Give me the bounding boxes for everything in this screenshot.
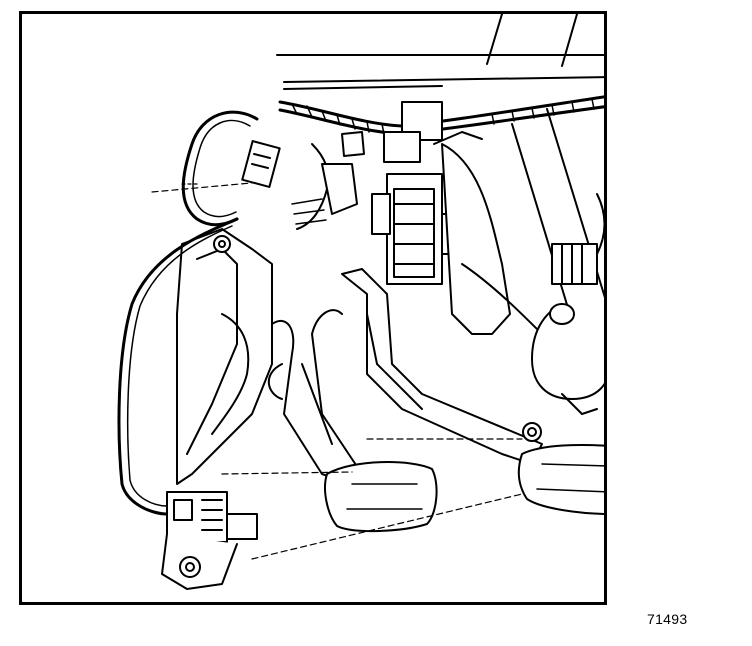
upper-wiring-harness bbox=[278, 95, 604, 136]
figure-number: 71493 bbox=[647, 611, 688, 627]
pedal-bracket bbox=[176, 228, 273, 485]
dash-panel-lines bbox=[276, 14, 604, 90]
steering-column-support bbox=[441, 108, 604, 355]
left-wiring-harness bbox=[117, 110, 259, 516]
mounting-bolt-center bbox=[522, 422, 542, 442]
right-connector-assembly bbox=[531, 193, 604, 415]
pedal-position-switch bbox=[161, 491, 258, 590]
pedal-pads bbox=[324, 443, 604, 533]
hidden-lines bbox=[151, 181, 523, 560]
harness-junction-connectors bbox=[291, 131, 365, 230]
illustration-frame bbox=[19, 11, 607, 605]
harness-upper-connector bbox=[181, 140, 281, 188]
brake-pedal-arm bbox=[267, 309, 363, 485]
second-pedal-arm bbox=[341, 268, 543, 465]
pedal-assembly-illustration bbox=[117, 14, 604, 590]
